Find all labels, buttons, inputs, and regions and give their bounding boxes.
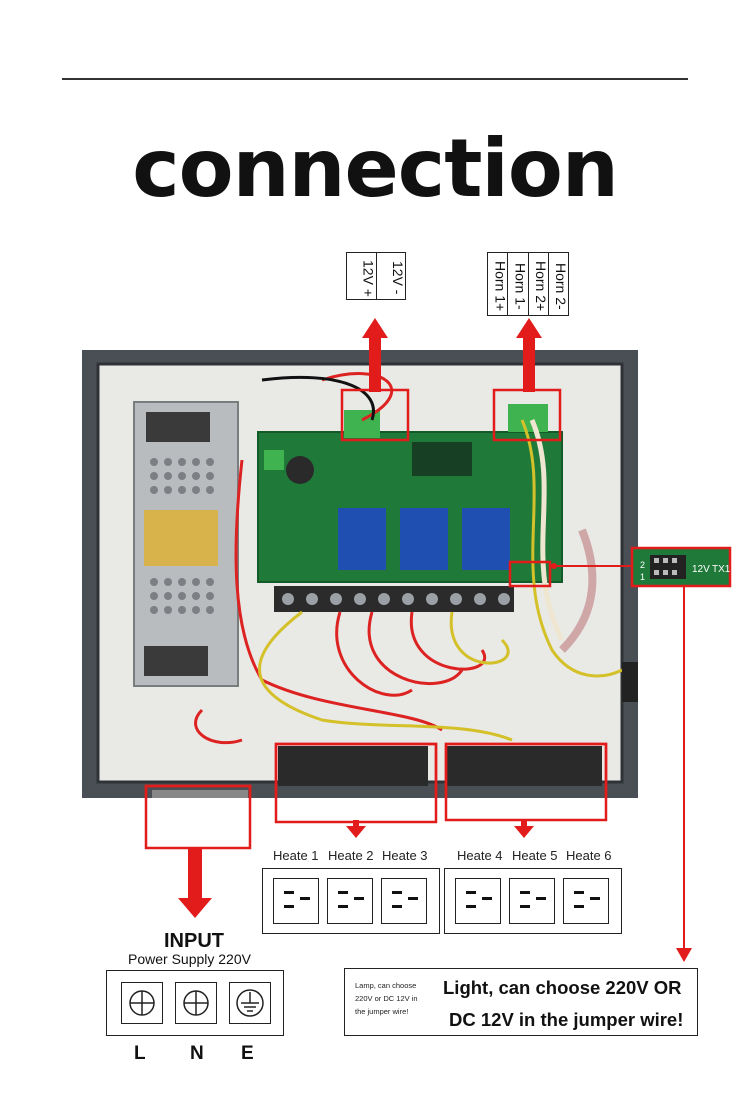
screw-terminal-icon [175,982,217,1024]
relay-3 [462,508,510,570]
input-terminal-block [152,790,248,798]
light-note-small: Lamp, can choose 220V or DC 12V in the j… [355,979,439,1018]
input-title: INPUT [164,930,224,952]
light-note-small-line-2: 220V or DC 12V in [355,994,418,1003]
terminal-12v-minus: 12V - [375,253,406,299]
heater-label-6: Heate 6 [566,848,612,863]
light-note-line-2: DC 12V in the jumper wire! [449,1009,684,1030]
heater-label-4: Heate 4 [457,848,503,863]
top-divider [62,78,688,80]
terminal-horn1-minus: Horn 1- [507,253,529,315]
relay-2 [400,508,448,570]
wiring [194,372,623,745]
light-note-box: Lamp, can choose 220V or DC 12V in the j… [344,968,698,1036]
cable-gland [622,662,638,702]
heater-socket-group-1 [262,868,440,934]
socket-icon [563,878,609,924]
socket-icon [455,878,501,924]
screw-terminal-icon [121,982,163,1024]
relay-1 [338,508,386,570]
heater-label-2: Heate 2 [328,848,374,863]
light-note-line-1: Light, can choose 220V OR [443,977,682,998]
page-title: connection [132,122,619,215]
socket-icon [327,878,373,924]
terminal-horn1-plus: Horn 1+ [492,260,509,312]
terminal-horn2-minus: Horn 2- [547,253,569,315]
heater-socket-group-2 [444,868,622,934]
control-pcb [257,404,563,583]
light-note-small-line-3: the jumper wire! [355,1007,409,1016]
highlight-jumper [508,560,552,588]
terminal-horn2-plus: Horn 2+ [527,253,549,315]
jumper-label-12v: 12V [692,564,710,575]
terminal-label-l: L [134,1043,146,1064]
jumper-inset [630,546,732,588]
heater-label-3: Heate 3 [382,848,428,863]
horn-connector [508,404,548,432]
socket-icon [509,878,555,924]
heater-label-5: Heate 5 [512,848,558,863]
terminal-label-e: E [241,1043,254,1064]
terminal-12v-plus: 12V + [360,259,377,297]
horn-terminal-label: Horn 1+ Horn 1- Horn 2+ Horn 2- [487,252,569,316]
heater-label-1: Heate 1 [273,848,319,863]
socket-icon [273,878,319,924]
input-terminal-box [106,970,284,1036]
ground-icon [229,982,271,1024]
control-box-photo [82,350,638,798]
input-subtitle: Power Supply 220V [128,951,251,967]
light-note-small-line-1: Lamp, can choose [355,981,417,990]
power-terminal-label: 12V + 12V - [346,252,406,300]
jumper-label-1: 1 [640,572,645,582]
power-supply-unit [133,401,239,687]
terminal-label-n: N [190,1043,204,1064]
jumper-label-2: 2 [640,560,645,570]
socket-icon [381,878,427,924]
jumper-label-tx1: TX1 [712,564,731,575]
